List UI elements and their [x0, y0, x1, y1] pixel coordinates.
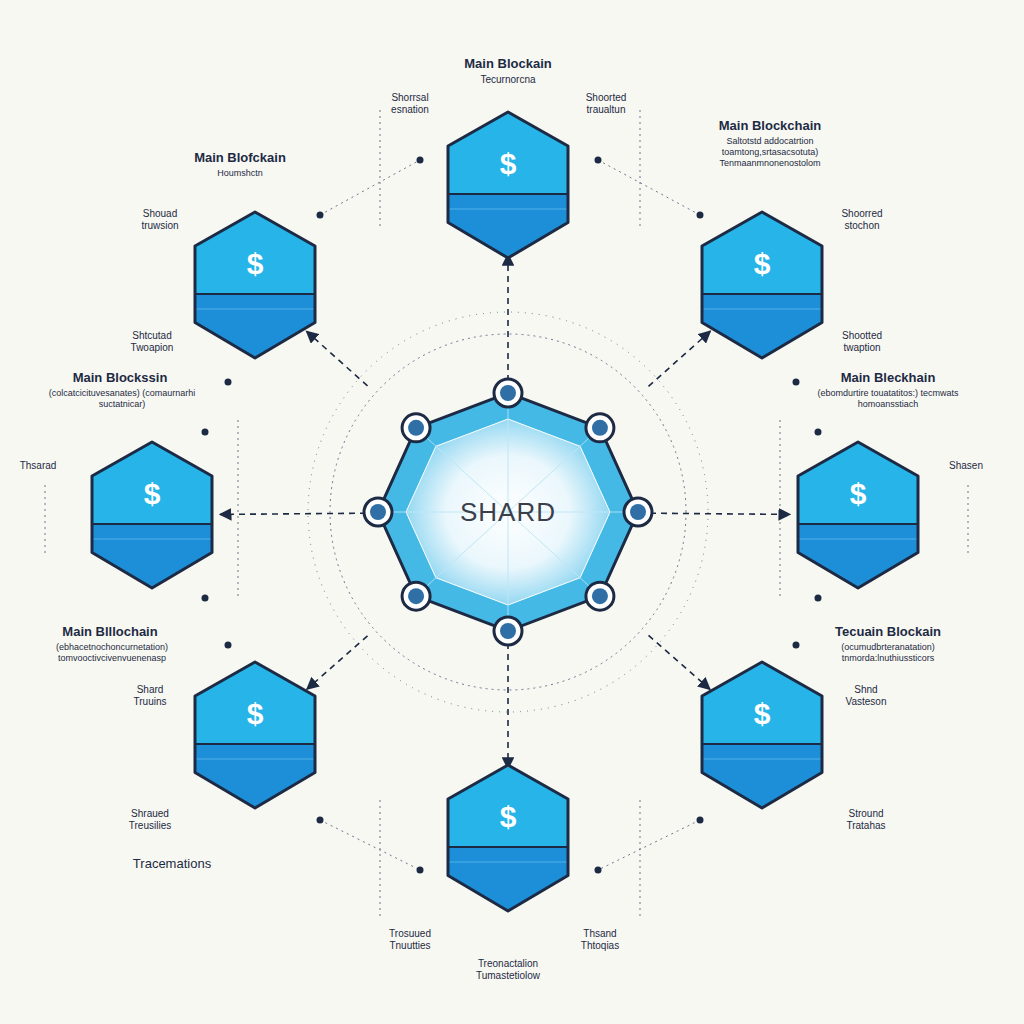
hexagon-block [700, 210, 824, 360]
hexagon-block [193, 210, 317, 360]
annotation-text: Tracemations [133, 856, 211, 871]
annotation-text: Stround Tratahas [846, 808, 885, 831]
blockchain-block: $ [446, 763, 570, 913]
dashed-arrow [650, 513, 790, 514]
annotation-text: Shouad truwsion [141, 208, 178, 231]
dollar-symbol: $ [796, 477, 920, 511]
chain-title: Main Blockchain [719, 118, 822, 133]
annotation-text: Treonactalion Tumastetiolow [476, 958, 540, 981]
blockchain-block: $ [193, 660, 317, 810]
blockchain-block: $ [700, 660, 824, 810]
annotation-text: Treonactalion Tumastetiolow [458, 958, 558, 982]
blockchain-block: $ [700, 210, 824, 360]
dashed-arrow [649, 635, 710, 689]
annotation-text: Trosuued Tnuutties [377, 928, 443, 952]
chain-title: Tecuain Blockain [835, 624, 941, 640]
dashed-arrow [507, 643, 509, 769]
dashed-arrow [307, 331, 368, 386]
chain-title: Main Blofckain [194, 150, 286, 165]
annotation-text: Shtcutad Twoapion [120, 330, 184, 354]
annotation-text: Shoorred stochon [830, 208, 894, 232]
annotation-text: Shnd Vasteson [836, 684, 896, 708]
chain-title: Main Blockchain [719, 118, 822, 134]
hexagon-block [796, 440, 920, 590]
chain-title: Main Blockain [464, 56, 551, 71]
annotation-text: (colcatcicituvesanates) (comaurnarhi suc… [47, 388, 197, 410]
chain-title: Main Bleckhain [841, 370, 936, 386]
annotation-text: (ocumudbrteranatation) tnmorda:lnuthiuss… [808, 642, 968, 664]
shard-label: SHARD [358, 497, 658, 528]
hexagon-block [90, 440, 214, 590]
annotation-text: (ebhacetnochoncurnetation) tomvooctivciv… [56, 642, 168, 663]
annotation-text: Shasen [949, 460, 983, 471]
dollar-symbol: $ [700, 697, 824, 731]
annotation-text: Shootted twaption [842, 330, 882, 353]
chain-title: Main Bleckhain [841, 370, 936, 385]
annotation-text: Houmshctn [217, 168, 263, 179]
guide-lines [45, 110, 968, 920]
annotation-text: Thsand Thtoqias [567, 928, 633, 952]
annotation-text: Tecurnorcna [480, 74, 535, 85]
chain-title: Main Blllochain [62, 624, 157, 639]
annotation-text: Shoorred stochon [841, 208, 882, 231]
annotation-text: Tracemations [133, 856, 211, 872]
dollar-symbol: $ [193, 697, 317, 731]
shard-node: SHARD [358, 377, 658, 647]
blockchain-block: $ [90, 440, 214, 590]
annotation-text: (ocumudbrteranatation) tnmorda:lnuthiuss… [841, 642, 935, 663]
annotation-text: Thsand Thtoqias [581, 928, 619, 951]
annotation-text: Shard Truuins [134, 684, 167, 707]
chain-title: Main Blockssin [73, 370, 168, 385]
chain-title: Tecuain Blockain [835, 624, 941, 639]
annotation-text: Shootted twaption [830, 330, 894, 354]
chain-title: Main Blockssin [73, 370, 168, 386]
annotation-text: Shorrsal esnation [375, 92, 445, 116]
dashed-arrow [648, 331, 710, 386]
dashed-arrow [307, 636, 368, 689]
hexagon-block [446, 763, 570, 913]
annotation-text: Saltotstd addocatrtion toamtong,srtasacs… [680, 136, 860, 168]
blockchain-block: $ [193, 210, 317, 360]
chain-title: Main Blockain [464, 56, 551, 72]
hexagon-block [700, 660, 824, 810]
dollar-symbol: $ [193, 247, 317, 281]
dashed-arrow [507, 254, 509, 381]
hexagon-block [446, 110, 570, 260]
annotation-text: Thsarad [20, 460, 57, 471]
chain-title: Main Blllochain [62, 624, 157, 640]
blockchain-block: $ [446, 110, 570, 260]
hexagon-block [193, 660, 317, 810]
annotation-text: (ebhacetnochoncurnetation) tomvooctivciv… [32, 642, 192, 664]
annotation-text: Shoorted traualtun [586, 92, 627, 115]
dollar-symbol: $ [446, 800, 570, 834]
annotation-text: Shnd Vasteson [846, 684, 887, 707]
annotation-text: Stround Tratahas [834, 808, 898, 832]
annotation-text: Shard Truuins [120, 684, 180, 708]
annotation-text: Trosuued Tnuutties [389, 928, 431, 951]
annotation-text: Shasen [949, 460, 983, 472]
annotation-text: Thsarad [20, 460, 57, 472]
annotation-text: (colcatcicituvesanates) (comaurnarhi suc… [49, 388, 196, 409]
annotation-text: Tecurnorcna [480, 74, 535, 86]
blockchain-block: $ [796, 440, 920, 590]
annotation-text: (ebomdurtire touatatitos:) tecmwats homo… [817, 388, 958, 409]
dollar-symbol: $ [446, 147, 570, 181]
annotation-text: Shorrsal esnation [391, 92, 429, 115]
annotation-text: (ebomdurtire touatatitos:) tecmwats homo… [808, 388, 968, 410]
annotation-text: Houmshctn [217, 168, 263, 178]
annotation-text: Saltotstd addocatrtion toamtong,srtasacs… [719, 136, 820, 168]
annotation-text: Shtcutad Twoapion [131, 330, 174, 353]
annotation-text: Shoorted traualtun [571, 92, 641, 116]
chain-title: Main Blofckain [194, 150, 286, 166]
dollar-symbol: $ [90, 477, 214, 511]
annotation-text: Shouad truwsion [128, 208, 192, 232]
annotation-text: Shraued Treusilies [129, 808, 171, 831]
dashed-arrow [220, 513, 366, 514]
annotation-text: Shraued Treusilies [118, 808, 182, 832]
dollar-symbol: $ [700, 247, 824, 281]
